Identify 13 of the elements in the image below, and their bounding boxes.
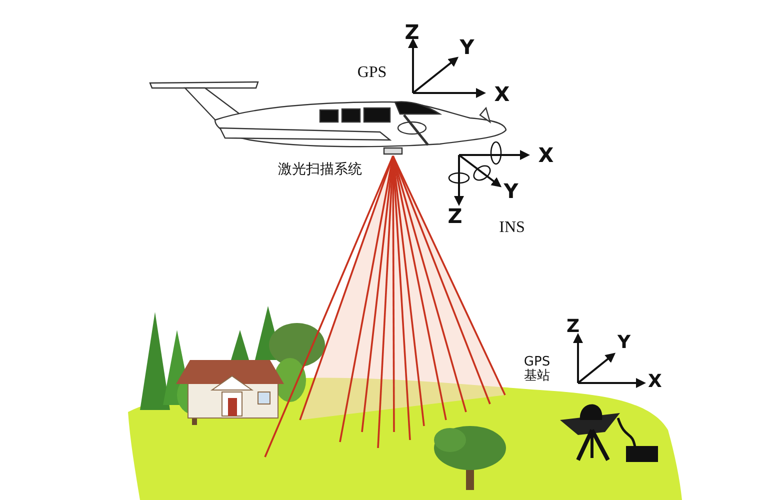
axis-label: X <box>494 83 510 105</box>
axis-label: Y <box>504 180 518 202</box>
axis-label: Z <box>404 21 420 43</box>
axis-label: Y <box>617 333 631 353</box>
axis-label: X <box>538 144 554 166</box>
sensor-label: INS <box>499 219 525 237</box>
axis-label: Y <box>460 36 474 58</box>
station-label: GPS 基站 <box>522 356 552 384</box>
axis-label: Z <box>448 205 462 227</box>
sensor-label: GPS <box>357 64 387 82</box>
axis-label: X <box>648 372 662 392</box>
axis-label: Z <box>566 317 580 337</box>
system-label: 激光扫描系统 <box>278 162 362 178</box>
